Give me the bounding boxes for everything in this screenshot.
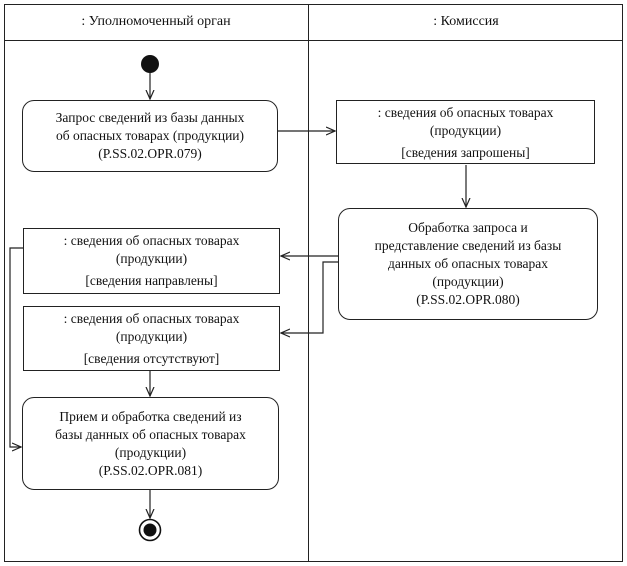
object-absent-state: [сведения отсутствуют] — [83, 351, 220, 366]
object-sent-line1: : сведения об опасных товарах — [63, 233, 240, 248]
lane-header-commission: : Комиссия — [433, 14, 499, 29]
action-receive-line2: базы данных об опасных товарах — [55, 426, 246, 442]
action-request-line1: Запрос сведений из базы данных — [55, 110, 245, 125]
initial-node — [141, 55, 159, 73]
lane-header-authorized-body: : Уполномоченный орган — [81, 14, 231, 29]
action-process-line1: Обработка запроса и — [408, 220, 528, 235]
object-absent-line1: : сведения об опасных товарах — [63, 311, 240, 326]
action-receive-data: Прием и обработка сведений из базы данны… — [22, 397, 279, 490]
action-receive-line4: (P.SS.02.OPR.081) — [98, 462, 203, 478]
object-data-absent: : сведения об опасных товарах (продукции… — [23, 306, 280, 371]
action-receive-line3: (продукции) — [114, 444, 187, 460]
final-node-core — [143, 523, 157, 537]
action-process-line2: представление сведений из базы — [374, 238, 562, 253]
object-sent-state: [сведения направлены] — [85, 273, 218, 288]
action-request-data: Запрос сведений из базы данных об опасны… — [22, 100, 278, 172]
action-process-line4: (продукции) — [432, 274, 504, 289]
action-request-line3: (P.SS.02.OPR.079) — [98, 146, 202, 161]
object-requested-line2: (продукции) — [429, 123, 502, 138]
object-absent-line2: (продукции) — [115, 329, 188, 344]
action-request-line2: об опасных товарах (продукции) — [55, 128, 245, 143]
diagram-frame — [4, 4, 623, 562]
object-requested-line1: : сведения об опасных товарах — [377, 105, 554, 120]
object-data-requested: : сведения об опасных товарах (продукции… — [336, 100, 595, 164]
object-requested-state: [сведения запрошены] — [401, 145, 530, 160]
action-process-request: Обработка запроса и представление сведен… — [338, 208, 598, 320]
flow-process-to-absent — [281, 261, 338, 333]
flow-sent-to-receive — [9, 247, 24, 447]
header-divider — [4, 40, 623, 41]
swimlane-divider — [308, 4, 309, 562]
action-process-line5: (P.SS.02.OPR.080) — [416, 292, 520, 307]
action-process-line3: данных об опасных товарах — [387, 256, 549, 271]
object-sent-line2: (продукции) — [115, 251, 188, 266]
object-data-sent: : сведения об опасных товарах (продукции… — [23, 228, 280, 294]
action-receive-line1: Прием и обработка сведений из — [59, 408, 242, 424]
